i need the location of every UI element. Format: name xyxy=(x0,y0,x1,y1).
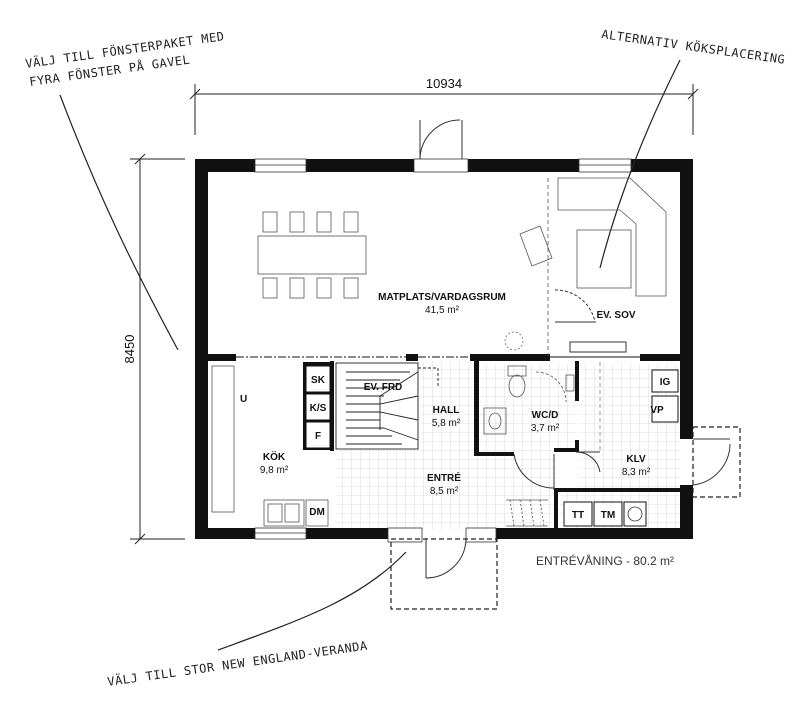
room-ev-sov-name: EV. SOV xyxy=(596,310,635,321)
fixture-tt: TT xyxy=(572,510,584,521)
room-klv-name: KLV xyxy=(626,454,646,465)
stove-icon xyxy=(504,331,524,351)
entre-floor-right xyxy=(476,454,558,530)
depth-dimension: 8450 xyxy=(122,335,137,364)
dining-table xyxy=(257,211,367,299)
room-ev-frd-name: EV. FRD xyxy=(364,382,403,393)
width-dimension: 10934 xyxy=(426,76,462,91)
sink-icon xyxy=(627,506,643,522)
fixture-u: U xyxy=(240,394,247,405)
room-klv-area: 8,3 m² xyxy=(622,467,651,478)
room-hall-name: HALL xyxy=(433,405,460,416)
room-entre-name: ENTRÉ xyxy=(427,471,461,484)
fixture-dm: DM xyxy=(309,507,325,518)
kitchen-counter xyxy=(211,365,329,527)
ev-sov-door xyxy=(554,289,627,353)
entre-doors xyxy=(513,362,601,490)
utility-fixtures xyxy=(563,369,679,527)
room-living-area: 41,5 m² xyxy=(425,305,460,316)
windows xyxy=(254,158,632,540)
wardrobe xyxy=(506,499,548,527)
fixture-ks: K/S xyxy=(310,403,327,414)
fixture-sk: SK xyxy=(311,375,326,386)
fixture-vp: VP xyxy=(650,405,664,416)
outer-walls xyxy=(195,159,693,539)
hall-floor xyxy=(420,362,476,454)
staircase xyxy=(335,362,439,450)
floor-summary: ENTRÉVÅNING - 80.2 m² xyxy=(536,553,674,568)
room-wc-area: 3,7 m² xyxy=(531,423,560,434)
top-balcony-door xyxy=(419,119,463,160)
room-kok-name: KÖK xyxy=(263,450,286,463)
annotation-veranda: VÄLJ TILL STOR NEW ENGLAND-VERANDA xyxy=(106,638,368,689)
room-living-name: MATPLATS/VARDAGSRUM xyxy=(378,292,506,303)
room-hall-area: 5,8 m² xyxy=(432,418,461,429)
annotation-lines xyxy=(59,59,681,651)
side-porch xyxy=(692,426,741,498)
fixture-f: F xyxy=(315,431,321,442)
room-kok-area: 9,8 m² xyxy=(260,465,289,476)
entre-floor xyxy=(336,450,476,530)
corner-sofa xyxy=(519,177,667,356)
dimension-width xyxy=(189,84,699,135)
room-wc-name: WC/D xyxy=(532,410,559,421)
fixture-ig: IG xyxy=(660,377,671,388)
room-entre-area: 8,5 m² xyxy=(430,486,459,497)
dimension-depth xyxy=(130,153,185,545)
annotation-alt-kitchen: ALTERNATIV KÖKSPLACERING xyxy=(601,25,787,67)
entrance-door xyxy=(387,527,497,579)
wc-fixtures xyxy=(483,365,575,435)
side-door xyxy=(692,438,731,486)
fixture-tm: TM xyxy=(601,510,615,521)
veranda-outline xyxy=(390,538,498,610)
kitchen-cabinets xyxy=(305,365,331,449)
